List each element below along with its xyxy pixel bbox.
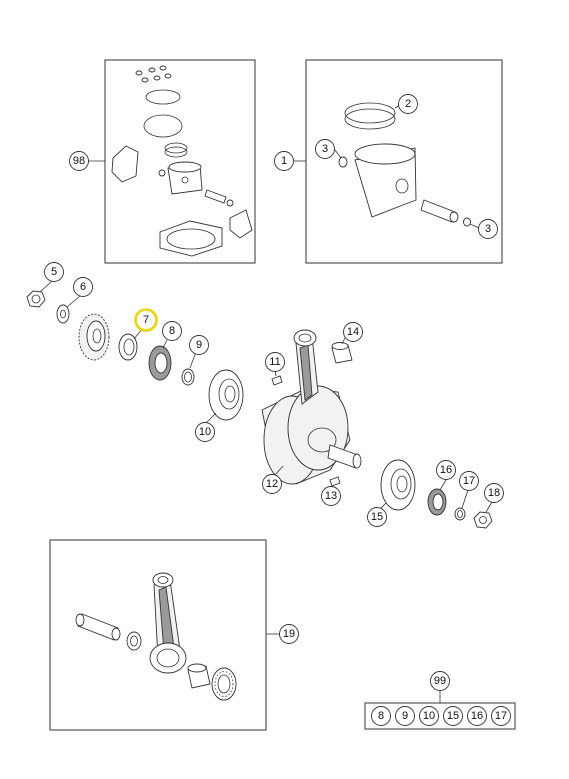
crankshaft-assembly xyxy=(26,280,493,529)
kit-99-item-15[interactable]: 15 xyxy=(443,706,463,726)
svg-text:10: 10 xyxy=(199,426,211,438)
svg-text:15: 15 xyxy=(447,710,459,722)
svg-text:3: 3 xyxy=(485,223,491,235)
callout-17[interactable]: 17 xyxy=(459,471,479,491)
callout-15[interactable]: 15 xyxy=(367,507,387,527)
svg-text:18: 18 xyxy=(488,487,500,499)
callout-8[interactable]: 8 xyxy=(162,321,182,341)
svg-text:8: 8 xyxy=(169,325,175,337)
kit-99-item-16[interactable]: 16 xyxy=(467,706,487,726)
callout-18[interactable]: 18 xyxy=(484,483,504,503)
svg-text:12: 12 xyxy=(266,478,278,490)
svg-text:5: 5 xyxy=(51,266,57,278)
kit-99-item-17[interactable]: 17 xyxy=(491,706,511,726)
svg-text:15: 15 xyxy=(371,511,383,523)
kit-99-item-8[interactable]: 8 xyxy=(371,706,391,726)
svg-text:7: 7 xyxy=(143,314,149,326)
kit-99-group xyxy=(364,690,516,730)
callout-99[interactable]: 99 xyxy=(430,671,450,691)
svg-text:6: 6 xyxy=(80,281,86,293)
callout-13[interactable]: 13 xyxy=(321,486,341,506)
callout-3-left[interactable]: 3 xyxy=(315,139,335,159)
svg-text:9: 9 xyxy=(196,339,202,351)
svg-text:16: 16 xyxy=(440,464,452,476)
callout-5[interactable]: 5 xyxy=(44,262,64,282)
callout-11[interactable]: 11 xyxy=(265,352,285,372)
callout-14[interactable]: 14 xyxy=(343,322,363,342)
svg-text:9: 9 xyxy=(402,710,408,722)
svg-text:98: 98 xyxy=(73,155,85,167)
callout-12[interactable]: 12 xyxy=(262,474,282,494)
svg-text:19: 19 xyxy=(283,628,295,640)
svg-text:10: 10 xyxy=(423,710,435,722)
callout-16[interactable]: 16 xyxy=(436,460,456,480)
svg-text:16: 16 xyxy=(471,710,483,722)
callout-3-right[interactable]: 3 xyxy=(478,219,498,239)
svg-text:99: 99 xyxy=(434,675,446,687)
svg-text:17: 17 xyxy=(463,475,475,487)
svg-text:1: 1 xyxy=(281,155,287,167)
kit-99-item-10[interactable]: 10 xyxy=(419,706,439,726)
svg-text:13: 13 xyxy=(325,490,337,502)
callout-6[interactable]: 6 xyxy=(73,277,93,297)
connecting-rod-kit-box xyxy=(49,539,280,731)
piston-box xyxy=(293,59,503,264)
svg-text:14: 14 xyxy=(347,326,359,338)
svg-text:17: 17 xyxy=(495,710,507,722)
callout-9[interactable]: 9 xyxy=(189,335,209,355)
callout-10[interactable]: 10 xyxy=(195,422,215,442)
svg-text:2: 2 xyxy=(405,98,411,110)
gasket-kit-box xyxy=(88,59,256,264)
callout-1[interactable]: 1 xyxy=(274,151,294,171)
svg-text:8: 8 xyxy=(378,710,384,722)
callout-98[interactable]: 98 xyxy=(69,151,89,171)
callout-19[interactable]: 19 xyxy=(279,624,299,644)
callout-2[interactable]: 2 xyxy=(398,94,418,114)
callout-7-highlighted[interactable]: 7 xyxy=(134,308,158,332)
svg-text:3: 3 xyxy=(322,143,328,155)
kit-99-item-9[interactable]: 9 xyxy=(395,706,415,726)
svg-text:11: 11 xyxy=(269,356,280,368)
